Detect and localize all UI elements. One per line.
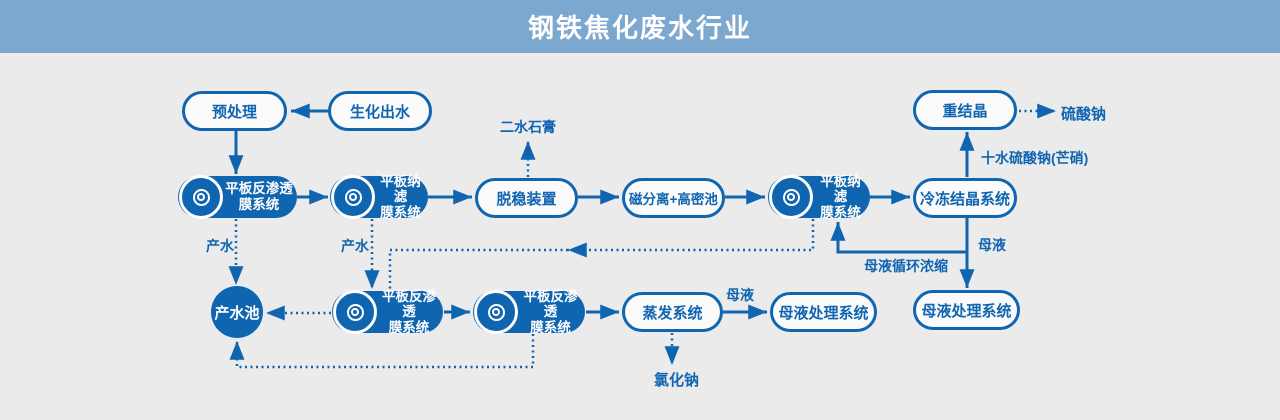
node-destabilizer: 脱稳装置	[475, 178, 578, 218]
membrane-disc-icon	[474, 290, 518, 334]
node-bio-effluent: 生化出水	[328, 91, 432, 131]
node-evaporation: 蒸发系统	[622, 292, 723, 332]
edge-ml-recycle-to-nf-right	[830, 222, 967, 254]
node-ro-membrane-bottom2: 平板反渗透 膜系统	[473, 288, 585, 335]
node-ml-treatment-mid: 母液处理系统	[770, 292, 877, 332]
label-ml-recycle: 母液循环浓缩	[864, 258, 948, 274]
node-ro-membrane-top-label: 平板反渗透 膜系统	[225, 181, 293, 212]
edge-ro-b2-to-pool	[229, 334, 535, 369]
node-recrystallization: 重结晶	[913, 90, 1017, 130]
label-gypsum: 二水石膏	[500, 119, 556, 135]
edge-nf-right-return-tail	[388, 248, 568, 290]
node-pretreatment-label: 预处理	[211, 103, 257, 121]
label-sodium-chloride: 氯化钠	[654, 372, 700, 389]
label-product-water-2: 产水	[341, 238, 369, 254]
node-ml-treatment-right: 母液处理系统	[913, 290, 1020, 330]
membrane-disc-icon	[179, 175, 223, 219]
label-mother-liquor-mid: 母液	[726, 287, 754, 303]
node-ml-treatment-mid-label: 母液处理系统	[778, 304, 869, 322]
label-mother-liquor-right: 母液	[978, 237, 1006, 253]
node-nf-membrane-left-label: 平板纳滤 膜系统	[380, 173, 421, 220]
node-ro-membrane-bottom2-label: 平板反渗透 膜系统	[523, 288, 578, 335]
label-glauber-salt: 十水硫酸钠(芒硝)	[981, 150, 1089, 166]
node-freeze-crystallization-label: 冷冻结晶系统	[919, 190, 1010, 208]
label-product-water-1: 产水	[206, 238, 234, 254]
node-product-water-pool-label: 产水池	[214, 304, 260, 322]
node-ro-membrane-top: 平板反渗透 膜系统	[178, 175, 297, 219]
node-nf-membrane-left: 平板纳滤 膜系统	[330, 173, 428, 220]
node-ml-treatment-right-label: 母液处理系统	[921, 302, 1012, 320]
node-recrystallization-label: 重结晶	[942, 102, 988, 120]
membrane-disc-icon	[331, 175, 375, 219]
node-product-water-pool: 产水池	[211, 286, 263, 338]
node-ro-membrane-bottom1: 平板反渗透 膜系统	[332, 288, 443, 335]
node-magnetic-separation-label: 磁分离+高密池	[629, 192, 718, 207]
membrane-disc-icon	[769, 175, 813, 219]
node-nf-membrane-right: 平板纳滤 膜系统	[768, 173, 870, 220]
membrane-disc-icon	[333, 290, 377, 334]
node-ro-membrane-bottom1-label: 平板反渗透 膜系统	[382, 288, 436, 335]
node-pretreatment: 预处理	[182, 91, 287, 131]
node-magnetic-separation: 磁分离+高密池	[622, 178, 725, 218]
node-nf-membrane-right-label: 平板纳滤 膜系统	[820, 173, 861, 220]
node-freeze-crystallization: 冷冻结晶系统	[913, 178, 1017, 218]
node-evaporation-label: 蒸发系统	[642, 304, 703, 322]
page-title: 钢铁焦化废水行业	[527, 13, 752, 43]
node-bio-effluent-label: 生化出水	[349, 103, 410, 121]
header-bar: 钢铁焦化废水行业	[0, 0, 1280, 53]
node-destabilizer-label: 脱稳装置	[496, 190, 557, 208]
edge-nf-right-return-arrow	[568, 219, 815, 258]
label-sodium-sulfate: 硫酸钠	[1061, 106, 1107, 123]
